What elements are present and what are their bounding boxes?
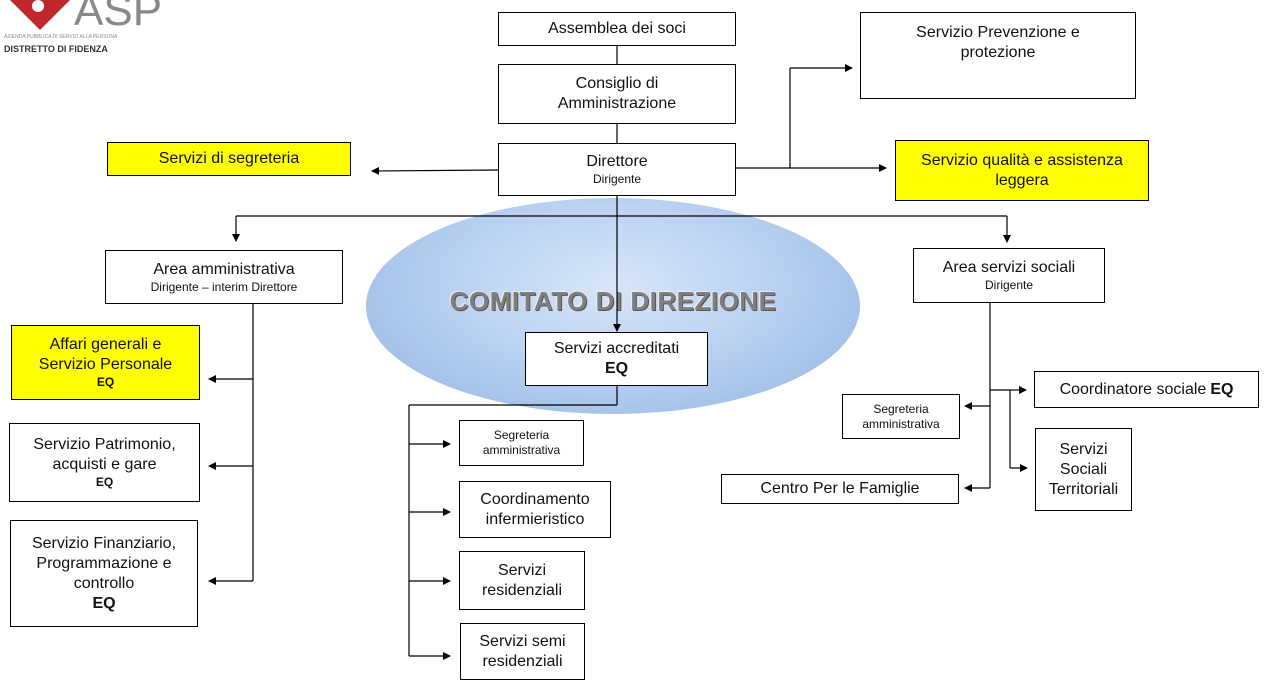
secretariat-label: Servizi di segreteria [158, 150, 300, 167]
residential-box: Servizi residenziali [459, 551, 585, 610]
assembly-label: Assemblea dei soci [548, 20, 686, 37]
accredited-secretariat-line2: amministrativa [482, 443, 561, 457]
admin-area-box: Area amministrativa Dirigente – interim … [105, 250, 343, 304]
territorial-services-box: Servizi Sociali Territoriali [1035, 428, 1132, 511]
assets-line2: acquisti e gare [52, 456, 157, 473]
territorial-line1: Servizi [1059, 440, 1108, 458]
admin-area-role: Dirigente – interim Direttore [150, 279, 298, 294]
finance-line1: Servizio Finanziario, [31, 534, 177, 552]
general-affairs-line1: Affari generali e [49, 336, 162, 353]
logo-district: DISTRETTO DI FIDENZA [4, 44, 108, 54]
social-secretariat-box: Segreteria amministrativa [842, 394, 960, 439]
semi-residential-line2: residenziali [482, 652, 563, 670]
general-affairs-line2: Servizio Personale [38, 356, 173, 373]
quality-box: Servizio qualità e assistenza leggera [895, 140, 1149, 201]
accredited-box: Servizi accreditati EQ [525, 332, 708, 386]
residential-line1: Servizi [497, 561, 546, 579]
family-center-box: Centro Per le Famiglie [721, 474, 959, 504]
accredited-eq: EQ [604, 360, 629, 377]
quality-label-line2: leggera [995, 171, 1049, 189]
territorial-line3: Territoriali [1048, 480, 1119, 498]
social-area-title: Area servizi sociali [942, 259, 1076, 276]
logo-text: ASP [74, 0, 163, 35]
general-affairs-box: Affari generali e Servizio Personale EQ [11, 325, 200, 400]
social-coordinator-eq: EQ [1210, 380, 1234, 398]
assets-box: Servizio Patrimonio, acquisti e gare EQ [9, 423, 200, 502]
finance-line2: Programmazione e [36, 554, 172, 572]
asp-logo: ASP AZIENDA PUBBLICA DI SERVIZI ALLA PER… [0, 0, 180, 58]
semi-residential-line1: Servizi semi [479, 632, 566, 650]
residential-line2: residenziali [481, 581, 563, 599]
finance-box: Servizio Finanziario, Programmazione e c… [10, 520, 198, 627]
nursing-box: Coordinamento infermieristico [459, 481, 611, 538]
semi-residential-box: Servizi semi residenziali [460, 623, 585, 680]
nursing-line1: Coordinamento [480, 490, 590, 508]
social-area-box: Area servizi sociali Dirigente [913, 248, 1105, 303]
committee-label: COMITATO DI DIREZIONE [449, 286, 777, 316]
director-role: Dirigente [592, 172, 642, 186]
accredited-secretariat-box: Segreteria amministrativa [459, 420, 584, 466]
director-label: Direttore [586, 153, 648, 170]
heart-logo-icon [10, 0, 70, 30]
prevention-label-line2: protezione [960, 44, 1036, 61]
prevention-label-line1: Servizio Prevenzione e [916, 24, 1080, 41]
assembly-box: Assemblea dei soci [498, 12, 736, 46]
assets-eq: EQ [95, 475, 114, 489]
assets-line1: Servizio Patrimonio, [33, 436, 176, 453]
director-box: Direttore Dirigente [498, 143, 736, 196]
admin-area-title: Area amministrativa [153, 260, 295, 278]
social-secretariat-line1: Segreteria [873, 401, 929, 416]
accredited-title: Servizi accreditati [553, 340, 680, 357]
board-label-line1: Consiglio di [575, 75, 659, 92]
accredited-secretariat-line1: Segreteria [493, 428, 550, 442]
board-box: Consiglio di Amministrazione [498, 64, 736, 124]
prevention-box: Servizio Prevenzione e protezione [860, 12, 1136, 99]
logo-subtitle: AZIENDA PUBBLICA DI SERVIZI ALLA PERSONA [4, 34, 118, 40]
territorial-line2: Sociali [1059, 460, 1108, 478]
nursing-line2: infermieristico [485, 510, 585, 528]
social-secretariat-line2: amministrativa [862, 416, 940, 431]
social-coordinator-box: Coordinatore sociale EQ [1034, 371, 1259, 408]
general-affairs-eq: EQ [96, 375, 115, 389]
social-coordinator-label: Coordinatore sociale [1059, 380, 1207, 398]
quality-label-line1: Servizio qualità e assistenza [921, 151, 1123, 169]
family-center-label: Centro Per le Famiglie [760, 480, 920, 497]
secretariat-box: Servizi di segreteria [107, 142, 351, 176]
board-label-line2: Amministrazione [557, 95, 677, 112]
social-area-role: Dirigente [984, 278, 1034, 292]
finance-line3: controllo [73, 574, 135, 592]
finance-eq: EQ [92, 594, 116, 612]
